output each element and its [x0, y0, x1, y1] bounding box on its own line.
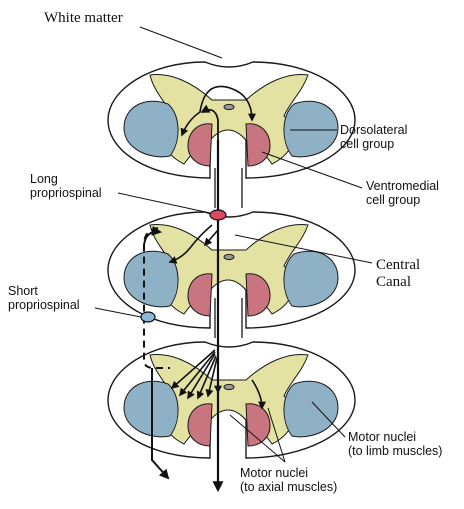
dorsolateral-group-left — [123, 100, 179, 158]
label-short-line2: propriospinal — [8, 298, 80, 312]
label-motor-axial: Motor nuclei (to axial muscles) — [240, 466, 337, 494]
label-ventromedial-line2: cell group — [366, 193, 421, 207]
short-propriospinal-ascending — [143, 225, 162, 246]
label-long-line2: propriospinal — [30, 186, 102, 200]
short-propriospinal-axon — [143, 227, 170, 369]
label-motor-limb: Motor nuclei (to limb muscles) — [348, 430, 442, 458]
long-propriospinal-ascending — [200, 104, 219, 175]
label-motor-limb-line1: Motor nuclei — [348, 430, 417, 444]
label-short-line1: Short — [8, 284, 38, 298]
label-ventromedial-line1: Ventromedial — [366, 179, 439, 193]
ventromedial-group-right — [245, 123, 271, 167]
ventromedial-group-left — [187, 123, 213, 167]
bottom-segment-fan — [170, 349, 266, 410]
label-dorsolateral-line1: Dorsolateral — [340, 123, 408, 137]
dorsolateral-group-right — [283, 380, 339, 438]
central-canal — [223, 103, 235, 111]
label-motor-limb-line2: (to limb muscles) — [348, 444, 443, 458]
cord-segment-middle — [107, 211, 356, 329]
cord-segments — [107, 61, 356, 459]
ventromedial-group-left — [187, 273, 213, 317]
leader-lines — [94, 26, 373, 463]
label-motor-axial-line1: Motor nuclei — [240, 466, 309, 480]
ventromedial-group-right — [245, 403, 271, 447]
ventromedial-group-left — [187, 403, 213, 447]
dorsolateral-group-left — [123, 250, 179, 308]
middle-segment-projections — [168, 224, 219, 264]
label-central-line1: Central — [376, 257, 421, 273]
limb-output-axon — [151, 368, 170, 480]
label-central-line2: Canal — [376, 273, 411, 290]
label-white-matter: White matter — [44, 10, 123, 26]
central-canal — [223, 253, 235, 261]
long-propriospinal-neuron — [209, 209, 227, 221]
cord-segment-lower — [107, 341, 356, 459]
label-motor-axial-line2: (to axial muscles) — [240, 480, 338, 494]
label-ventromedial: Ventromedial cell group — [366, 179, 439, 207]
cord-connectors — [214, 168, 243, 338]
dorsolateral-group-right — [283, 100, 339, 158]
top-segment-projections — [180, 85, 256, 137]
short-propriospinal-neuron — [140, 311, 156, 323]
label-central-canal: Central Canal — [376, 257, 420, 291]
cord-segment-upper — [107, 61, 356, 179]
label-long-line1: Long — [30, 172, 58, 186]
central-canal — [223, 383, 235, 391]
dorsolateral-group-right — [283, 250, 339, 308]
label-long-propriospinal: Long propriospinal — [30, 172, 102, 200]
label-dorsolateral: Dorsolateral cell group — [340, 123, 407, 151]
label-short-propriospinal: Short propriospinal — [8, 284, 80, 312]
ventromedial-group-right — [245, 273, 271, 317]
label-dorsolateral-line2: cell group — [340, 137, 395, 151]
